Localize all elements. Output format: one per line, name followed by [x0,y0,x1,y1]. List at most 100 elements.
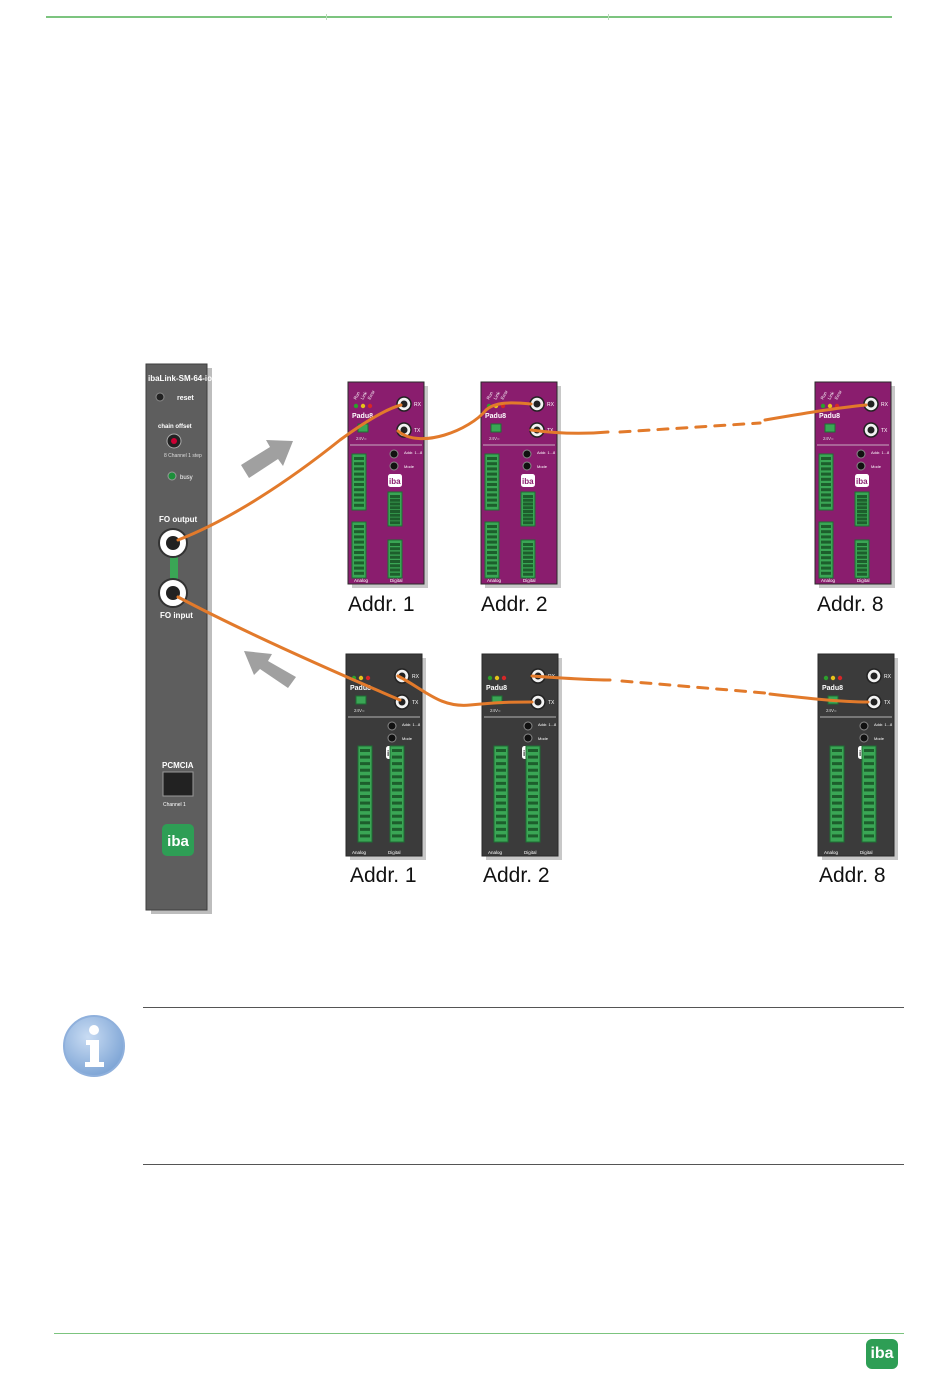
terminal-screw [821,472,831,476]
busy-led [167,471,177,481]
chain-note: 8 Channel 1 step [164,453,202,459]
header-rule [46,14,892,20]
tx-port-core [400,426,408,434]
terminal-screw [390,498,400,502]
digital-label: Digital [524,850,537,855]
terminal-screw [857,564,867,568]
terminal-screw [821,540,831,544]
info-icon [63,1015,125,1077]
analog-label: Analog [354,578,369,583]
terminal-screw [496,795,506,798]
terminal-screw [390,521,400,525]
terminal-screw [496,788,506,792]
terminal-screw [354,530,364,534]
terminal-screw [487,561,497,565]
bottom-addr-label-1: Addr. 1 [350,864,417,887]
footer-rule [54,1333,904,1334]
terminal-screw [390,551,400,555]
terminal-screw [857,543,867,546]
tx-direction-arrow-icon [241,440,293,478]
terminal-screw [523,572,533,576]
pcmcia-slot[interactable] [162,771,194,797]
terminal-screw [354,457,364,460]
terminal-screw [864,834,874,838]
rx-label: RX [881,402,889,408]
terminal-screw [354,483,364,486]
terminal-screw [496,755,506,759]
module-logo-badge [855,474,869,487]
terminal-screw [360,795,370,798]
terminal-screw [832,768,842,772]
terminal-screw [354,498,364,502]
terminal-screw [496,768,506,772]
terminal-screw [864,788,874,792]
addr-switch [859,721,869,731]
terminal-screw [528,808,538,812]
terminal-screw [390,517,400,521]
addr-switch [387,721,397,731]
terminal-screw [857,495,867,498]
terminal-screw [821,551,831,554]
led-label: Error [500,389,510,401]
terminal-screw [390,568,400,572]
channel-label: Channel 1 [163,802,186,808]
terminal-screw [496,781,506,785]
mode-label: Mode [402,736,413,741]
main-module-name: ibaLink-SM-64-io [148,374,212,383]
voltage-label: 24V= [490,708,501,713]
terminal-screw [487,488,497,492]
terminal-screw [392,821,402,825]
power-connector [824,423,836,433]
voltage-label: 24V= [354,708,365,713]
terminal-screw [832,808,842,812]
bottom-addr-label-2: Addr. 2 [483,864,550,887]
reset-button[interactable] [155,392,165,402]
terminal-screw [857,517,867,521]
terminal-screw [857,547,867,551]
terminal-screw [390,543,400,546]
terminal-screw [832,834,842,838]
terminal-screw [487,566,497,570]
terminal-screw [821,503,831,507]
tx-port-core [867,426,875,434]
terminal-screw [864,827,874,831]
module-name: Padu8 [350,685,371,692]
mode-switch [859,733,869,743]
fiber-top-1-to-top-2 [396,401,533,441]
terminal-screw [821,477,831,481]
terminal-screw [496,834,506,838]
terminal-screw [360,768,370,772]
terminal-screw [496,762,506,766]
terminal-screw [360,788,370,792]
terminal-screw [528,795,538,798]
terminal-screw [832,827,842,831]
mode-switch [387,733,397,743]
terminal-screw [821,525,831,528]
voltage-label: 24V= [826,708,837,713]
terminal-screw [390,564,400,568]
terminal-screw [390,547,400,551]
terminal-screw [864,749,874,752]
terminal-screw [360,781,370,785]
module-name: Padu8 [352,413,373,420]
rx-label: RX [412,674,420,680]
terminal-screw [528,834,538,838]
terminal-screw [496,814,506,818]
fo-input-port-core [166,586,180,600]
terminal-screw [864,768,874,772]
addr-switch [389,449,399,459]
terminal-screw [487,540,497,544]
main-logo: iba [167,833,189,850]
terminal-screw [523,510,533,513]
terminal-screw [832,814,842,818]
terminal-screw [487,477,497,481]
fiber-top-2-out [529,428,610,435]
terminal-block [861,745,877,843]
terminal-screw [832,749,842,752]
terminal-screw [528,749,538,752]
status-led [823,675,829,681]
led-label: Run [486,390,495,400]
analog-label: Analog [821,578,836,583]
terminal-screw [523,498,533,502]
tx-label: TX [881,428,888,434]
